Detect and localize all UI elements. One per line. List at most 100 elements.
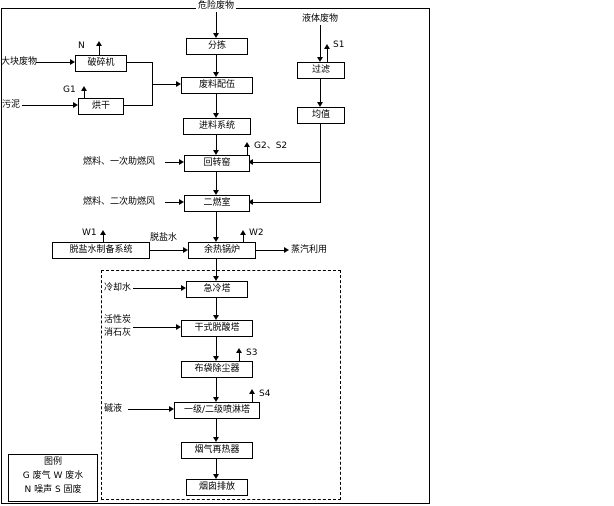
arrowhead — [169, 406, 174, 412]
label-fuel-secondary-air: 燃料、二次助燃风 — [83, 197, 156, 207]
legend-box: 图例 G 废气 W 废水 N 噪声 S 固废 — [8, 454, 98, 502]
arrowhead — [213, 356, 219, 361]
label-emission-s1: S1 — [333, 40, 345, 50]
arrowhead — [236, 348, 242, 353]
legend-row-noise-solid: N 噪声 S 固废 — [24, 485, 82, 495]
arrowhead — [244, 142, 250, 147]
arrowhead — [249, 389, 255, 394]
arrowhead — [176, 324, 181, 330]
label-bulk-waste: 大块废物 — [1, 57, 38, 67]
flow-line — [253, 162, 320, 163]
arrowhead — [100, 230, 106, 235]
flow-line — [247, 147, 248, 155]
flow-line — [320, 77, 321, 102]
flow-line — [125, 62, 153, 63]
flow-line — [165, 162, 180, 163]
flow-line — [216, 210, 217, 238]
flow-line — [165, 202, 180, 203]
legend-row-gas-water: G 废气 W 废水 — [22, 471, 84, 481]
node-filter: 过滤 — [297, 62, 345, 79]
flow-line — [216, 170, 217, 191]
flow-line — [133, 327, 176, 328]
flow-line — [216, 133, 217, 151]
node-waste-blending: 废料配伍 — [181, 77, 253, 94]
node-spray-tower: 一级/二级喷淋塔 — [174, 402, 260, 419]
flow-line — [216, 335, 217, 357]
node-dry-deacid-tower: 干式脱酸塔 — [181, 320, 253, 337]
arrowhead — [213, 190, 219, 195]
arrowhead — [70, 59, 75, 65]
label-emission-w1: W1 — [82, 228, 97, 238]
arrowhead — [317, 57, 323, 62]
arrowhead — [213, 397, 219, 402]
node-quench-tower: 急冷塔 — [186, 281, 248, 298]
flow-line — [22, 105, 73, 106]
label-emission-s3: S3 — [246, 348, 258, 358]
arrowhead — [73, 102, 78, 108]
label-steam-use: 蒸汽利用 — [291, 245, 328, 255]
node-rotary-kiln: 回转窑 — [184, 155, 250, 172]
flow-line — [239, 353, 240, 361]
label-alkali: 碱液 — [104, 404, 123, 414]
flow-line — [216, 92, 217, 114]
arrowhead — [284, 247, 289, 253]
label-emission-w2: W2 — [249, 228, 264, 238]
label-cooling-water: 冷却水 — [104, 283, 132, 293]
label-emission-n: N — [78, 41, 85, 51]
arrowhead — [213, 33, 219, 38]
label-sludge: 污泥 — [2, 100, 21, 110]
flow-line — [254, 250, 284, 251]
arrowhead — [176, 81, 181, 87]
label-activated-carbon: 活性炭 — [104, 315, 132, 325]
arrowhead — [213, 237, 219, 242]
node-secondary-chamber: 二燃室 — [184, 195, 250, 212]
node-waste-heat-boiler: 余热锅炉 — [188, 242, 256, 259]
arrowhead — [181, 285, 186, 291]
flow-line — [99, 46, 100, 55]
arrowhead — [81, 86, 87, 91]
node-bag-filter: 布袋除尘器 — [181, 361, 253, 378]
flow-line — [216, 417, 217, 438]
arrowhead — [248, 159, 253, 165]
node-equalizer: 均值 — [297, 107, 345, 124]
flow-line — [122, 105, 153, 106]
flow-line — [84, 91, 85, 98]
flow-line — [243, 235, 244, 242]
flow-line — [216, 10, 217, 34]
arrowhead — [96, 41, 102, 46]
node-demin-water-system: 脱盐水制备系统 — [52, 242, 150, 259]
arrowhead — [213, 113, 219, 118]
flow-line — [148, 250, 183, 251]
arrowhead — [248, 199, 253, 205]
arrowhead — [324, 44, 330, 49]
label-emission-g1: G1 — [63, 85, 76, 95]
arrowhead — [213, 315, 219, 320]
arrowhead — [179, 159, 184, 165]
label-fuel-primary-air: 燃料、一次助燃风 — [83, 157, 156, 167]
legend-title: 图例 — [43, 457, 62, 467]
flow-line — [216, 296, 217, 316]
node-flue-gas-reheater: 烟气再热器 — [181, 442, 253, 459]
node-stack-emission: 烟囱排放 — [186, 479, 248, 496]
node-feeding-system: 进料系统 — [183, 118, 251, 135]
flow-line — [320, 25, 321, 57]
arrowhead — [213, 437, 219, 442]
flow-line — [133, 288, 181, 289]
label-liquid-waste: 液体废物 — [302, 14, 339, 24]
flow-line — [327, 49, 328, 62]
arrowhead — [213, 72, 219, 77]
arrowhead — [213, 276, 219, 281]
flow-line — [103, 235, 104, 242]
flow-line — [128, 409, 169, 410]
arrowhead — [317, 102, 323, 107]
arrowhead — [213, 150, 219, 155]
node-crusher: 破碎机 — [75, 55, 127, 72]
flow-line — [36, 62, 70, 63]
node-sorting: 分拣 — [186, 38, 248, 55]
flow-line — [216, 53, 217, 73]
arrowhead — [183, 247, 188, 253]
flow-line — [216, 257, 217, 277]
flow-line — [320, 122, 321, 203]
flow-line — [216, 376, 217, 398]
